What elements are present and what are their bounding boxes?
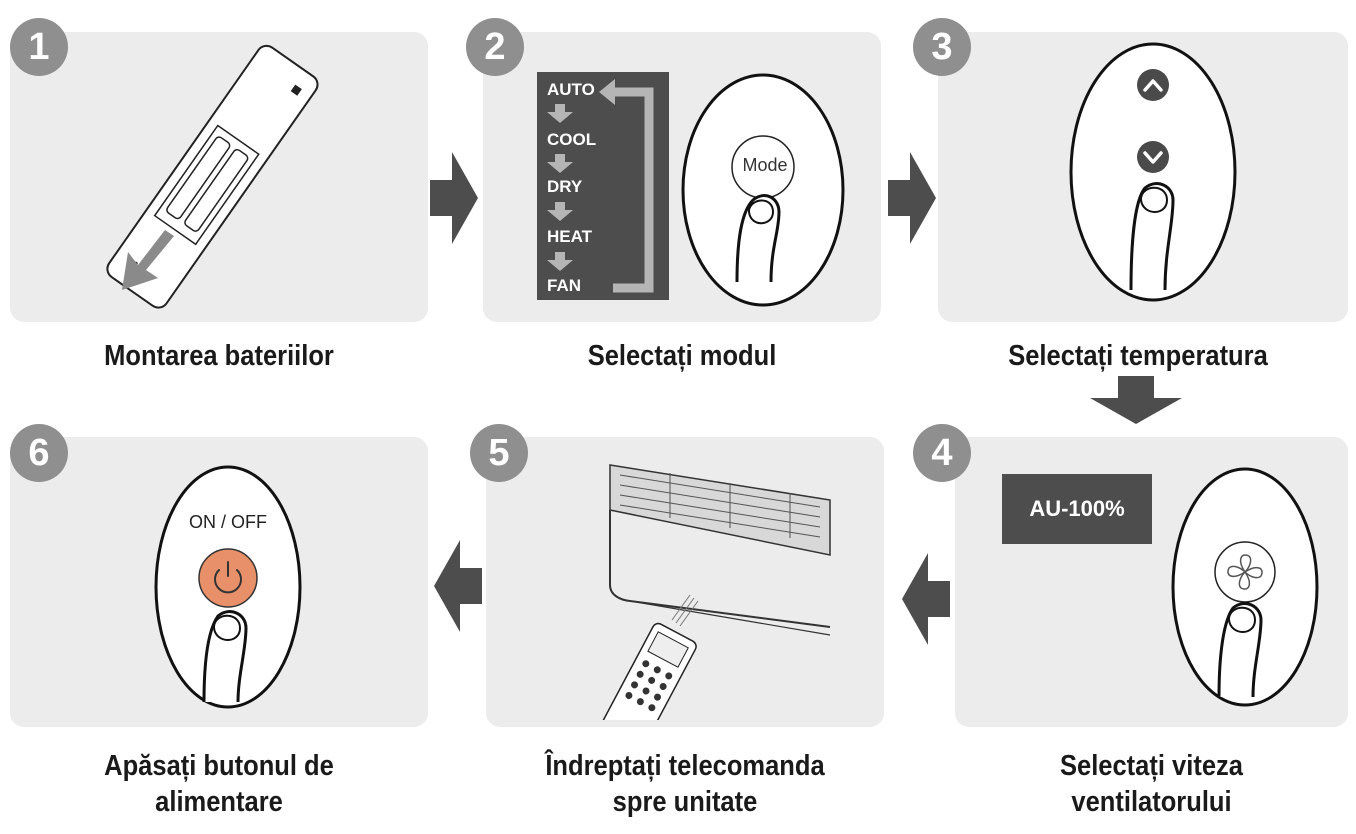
power-remote-illustration [154,465,302,709]
step-5-caption: Îndreptați telecomanda spre unitate [492,748,877,820]
power-button-label: ON / OFF [189,512,267,532]
mode-cool-label: COOL [547,130,597,149]
mode-remote-illustration [681,73,845,307]
step-6-caption-line-1: Apăsați butonul de [104,750,334,782]
arrow-left-icon [434,540,482,632]
step-4-badge: 4 [913,424,971,482]
step-2-badge: 2 [466,18,524,76]
step-4-caption-line-1: Selectați viteza [1059,750,1243,782]
arrow-down-icon [1090,376,1182,424]
temperature-remote-illustration [1069,42,1237,302]
mode-auto-label: AUTO [547,80,595,99]
step-1-badge: 1 [10,18,68,76]
mode-fan-label: FAN [547,276,581,295]
step-5-caption-line-2: spre unitate [612,786,758,818]
fan-speed-display: AU-100% [1002,474,1152,544]
step-6-badge: 6 [10,424,68,482]
arrow-left-icon [902,553,950,645]
fan-remote-illustration [1171,467,1319,707]
temp-up-icon [1137,69,1169,101]
step-3-caption: Selectați temperatura [1008,340,1268,372]
step-3-badge: 3 [913,18,971,76]
power-icon [214,561,242,594]
mode-cycle-arrows [547,79,654,293]
step-6-caption-line-2: alimentare [155,786,283,818]
remote-battery-illustration [106,44,319,309]
arrow-right-icon [430,152,478,244]
step-2-caption: Selectați modul [587,340,777,372]
step-4-caption-line-2: ventilatorului [1071,786,1232,818]
fan-icon [1227,554,1263,590]
step-6-caption: Apăsați butonul de alimentare [35,748,403,820]
mode-heat-label: HEAT [547,227,593,246]
arrow-right-icon [888,152,936,244]
step-5-caption-line-1: Îndreptați telecomanda [545,750,825,782]
step-5-badge: 5 [470,424,528,482]
step-1-caption: Montarea bateriilor [104,340,334,372]
temp-down-icon [1137,141,1169,173]
indoor-unit-illustration [600,464,831,720]
step-4-caption: Selectați viteza ventilatorului [979,748,1325,820]
mode-button-label: Mode [742,155,788,175]
mode-dry-label: DRY [547,177,583,196]
